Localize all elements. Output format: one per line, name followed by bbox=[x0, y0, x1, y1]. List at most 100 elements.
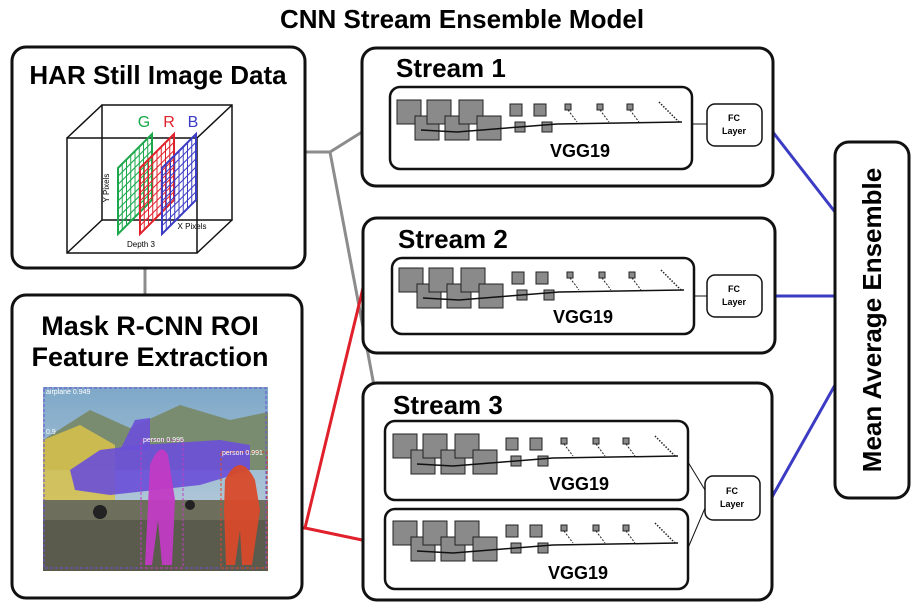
stream-2-fc-layer bbox=[706, 274, 763, 318]
conv-layer-block bbox=[392, 520, 418, 546]
layer-connector bbox=[563, 530, 574, 544]
detection-label-airplane: airplane 0.949 bbox=[46, 389, 90, 396]
conv-layer-block bbox=[511, 271, 525, 285]
detection-label-yellow: 0.9 bbox=[46, 429, 56, 436]
conv-layer-block bbox=[472, 449, 498, 475]
stream-3-vgg19-layers-icon-1 bbox=[392, 433, 679, 475]
mask-box-title-line2: Feature Extraction bbox=[31, 342, 268, 372]
stream-3-title: Stream 3 bbox=[393, 390, 503, 420]
detection-label-person-1: person 0.995 bbox=[143, 437, 184, 444]
conv-layer-block bbox=[541, 121, 553, 133]
data-flow-line bbox=[416, 455, 679, 467]
detection-label-person-2: person 0.991 bbox=[222, 450, 263, 457]
conv-layer-block bbox=[598, 271, 606, 279]
har-to-stream3-connector bbox=[305, 150, 390, 461]
har-image-data-box: HAR Still Image Data G R bbox=[10, 45, 307, 270]
mask-rcnn-box: Mask R-CNN ROI Feature Extraction bbox=[10, 293, 304, 600]
conv-layer-block bbox=[537, 542, 549, 554]
stream-3-vgg19-label-1: VGG19 bbox=[549, 474, 609, 494]
conv-layer-block bbox=[529, 437, 543, 451]
stream-1-vgg19-layers-icon bbox=[396, 99, 683, 141]
conv-layer-block bbox=[472, 536, 498, 562]
stream-2-vgg19-layers-icon bbox=[398, 267, 685, 309]
red-channel-grid bbox=[139, 131, 175, 237]
conv-layer-block bbox=[543, 289, 555, 301]
stream-3-fc-link-2 bbox=[687, 507, 706, 549]
data-flow-line bbox=[416, 542, 679, 554]
stream-1-title: Stream 1 bbox=[396, 53, 506, 83]
stream-3-vgg19-layers-icon-2 bbox=[392, 520, 679, 562]
stream-3-vgg19-label-2: VGG19 bbox=[548, 563, 608, 583]
conv-layer-block bbox=[560, 437, 568, 445]
layer-connector bbox=[631, 277, 642, 291]
ensemble-label: Mean Average Ensemble bbox=[857, 168, 887, 472]
stream-2-fc-label-line1: FC bbox=[728, 284, 740, 294]
blue-channel-grid bbox=[161, 131, 197, 237]
stream-3-box: Stream 3 VGG19 VGG19 FC Layer bbox=[361, 381, 774, 602]
stream-1-vgg19-label: VGG19 bbox=[550, 141, 610, 161]
stream-1-fc-label-line1: FC bbox=[728, 113, 740, 123]
stream-1-fc-layer bbox=[706, 103, 763, 147]
conv-layer-block bbox=[509, 103, 523, 117]
diagram-title: CNN Stream Ensemble Model bbox=[280, 4, 644, 34]
conv-layer-block bbox=[535, 271, 549, 285]
stream1-to-ensemble-connector bbox=[763, 121, 837, 213]
conv-layer-block bbox=[592, 437, 600, 445]
mask-box-title-line1: Mask R-CNN ROI bbox=[41, 311, 259, 341]
ensemble-border bbox=[833, 140, 911, 500]
conv-layer-block bbox=[592, 524, 600, 532]
y-pixels-label: Y Pixels bbox=[102, 174, 111, 203]
x-pixels-label: X Pixels bbox=[178, 222, 207, 231]
conv-layer-block bbox=[529, 524, 543, 538]
stream-2-fc-label-line2: Layer bbox=[722, 297, 747, 307]
stream-2-vgg19-label: VGG19 bbox=[553, 307, 613, 327]
stream-3-fc-label-line2: Layer bbox=[720, 499, 745, 509]
layer-connector bbox=[567, 109, 578, 123]
data-flow-line bbox=[420, 121, 683, 133]
layer-connector bbox=[595, 443, 606, 457]
channel-grids bbox=[117, 131, 197, 237]
conv-layer-block bbox=[596, 103, 604, 111]
conv-layer-block bbox=[537, 455, 549, 467]
data-flow-line bbox=[422, 289, 685, 301]
stream-2-title: Stream 2 bbox=[398, 224, 508, 254]
stream-3-fc-label-line1: FC bbox=[726, 486, 738, 496]
har-box-title: HAR Still Image Data bbox=[29, 60, 287, 90]
conv-layer-block bbox=[476, 115, 502, 141]
stream-2-box: Stream 2 VGG19 FC Layer bbox=[361, 216, 777, 355]
stream-1-fc-label-line2: Layer bbox=[722, 126, 747, 136]
conv-layer-block bbox=[505, 437, 519, 451]
stream-3-fc-layer bbox=[704, 475, 761, 521]
ensemble-box: Mean Average Ensemble bbox=[833, 140, 911, 500]
conv-layer-block bbox=[626, 103, 634, 111]
layer-connector bbox=[601, 277, 612, 291]
conv-layer-block bbox=[628, 271, 636, 279]
channel-label-g: G bbox=[138, 114, 150, 131]
har-to-stream1-connector bbox=[305, 130, 363, 154]
conv-layer-block bbox=[566, 271, 574, 279]
conv-layer-block bbox=[505, 524, 519, 538]
layer-connector bbox=[599, 109, 610, 123]
data-cube-icon bbox=[66, 104, 233, 254]
stream-1-box: Stream 1 VGG19 FC Layer bbox=[360, 46, 775, 188]
layer-connector bbox=[625, 443, 636, 457]
conv-layer-block bbox=[622, 524, 630, 532]
segmentation-example-image: airplane 0.949 0.9 person 0.995 person 0… bbox=[43, 387, 268, 571]
conv-layer-block bbox=[478, 283, 504, 309]
stream3-to-ensemble-connector bbox=[770, 384, 837, 498]
layer-connector bbox=[569, 277, 580, 291]
depth-label: Depth 3 bbox=[127, 240, 156, 249]
conv-layer-block bbox=[622, 437, 630, 445]
channel-label-b: B bbox=[188, 114, 199, 131]
conv-layer-block bbox=[422, 520, 448, 546]
conv-layer-block bbox=[564, 103, 572, 111]
channel-label-r: R bbox=[163, 114, 175, 131]
stream-3-fc-link-1 bbox=[687, 461, 706, 491]
layer-connector bbox=[629, 109, 640, 123]
layer-connector bbox=[625, 530, 636, 544]
conv-layer-block bbox=[533, 103, 547, 117]
layer-connector bbox=[563, 443, 574, 457]
conv-layer-block bbox=[560, 524, 568, 532]
layer-connector bbox=[595, 530, 606, 544]
